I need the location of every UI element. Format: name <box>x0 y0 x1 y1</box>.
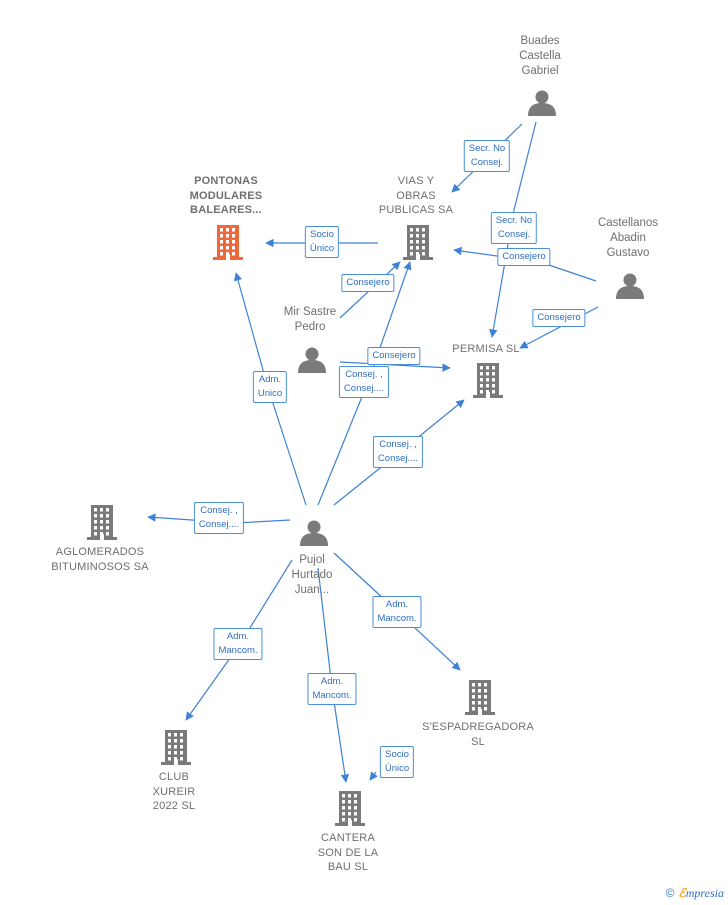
edge-label-vias-to-pontonas[interactable]: Socio Único <box>304 226 340 258</box>
edge-label-mir-to-permisa[interactable]: Consejero <box>367 347 421 365</box>
mir-person-icon[interactable] <box>298 347 326 374</box>
cantera-building-icon[interactable] <box>335 791 365 826</box>
edge-label-pujol-to-cantera[interactable]: Adm. Mancom. <box>307 673 357 705</box>
edge-label-mir-to-vias[interactable]: Consejero <box>341 274 395 292</box>
node-label-vias[interactable]: VIAS Y OBRAS PUBLICAS SA <box>378 175 454 216</box>
copyright-symbol: © <box>665 886 675 900</box>
node-label-castellanos[interactable]: Castellanos Abadin Gustavo <box>597 217 659 259</box>
edge-label-pujol-to-espadregadora[interactable]: Adm. Mancom. <box>372 596 422 628</box>
edge-buades-to-permisa <box>489 121 537 338</box>
nodes-layer <box>87 90 644 826</box>
footer-brand: ©ℰmpresia <box>666 886 724 901</box>
edge-label-castellanos-to-permisa[interactable]: Consejero <box>532 309 586 327</box>
castellanos-person-icon[interactable] <box>616 273 644 300</box>
pujol-person-icon[interactable] <box>300 520 328 547</box>
edge-mir-to-permisa <box>339 361 451 372</box>
node-label-pontonas[interactable]: PONTONAS MODULARES BALEARES... <box>189 175 263 216</box>
edge-label-castellanos-to-vias[interactable]: Consejero <box>497 248 551 266</box>
edge-label-espadregadora-to-cantera[interactable]: Socio Único <box>379 746 415 778</box>
edge-label-pujol-to-aglomerados[interactable]: Consej. , Consej.... <box>193 502 245 534</box>
node-label-club[interactable]: CLUB XUREIR 2022 SL <box>152 771 196 812</box>
aglomerados-building-icon[interactable] <box>87 505 117 540</box>
brand-logo-letter: ℰ <box>678 886 686 900</box>
edge-label-pujol-to-vias[interactable]: Consej. , Consej.... <box>338 366 390 398</box>
pontonas-building-icon[interactable] <box>213 225 243 260</box>
node-label-buades[interactable]: Buades Castella Gabriel <box>519 35 561 77</box>
edge-label-buades-to-permisa[interactable]: Secr. No Consej. <box>490 212 538 244</box>
node-label-espadregadora[interactable]: S'ESPADREGADORA SL <box>422 721 534 748</box>
node-label-pujol[interactable]: Pujol Hurtado Juan... <box>291 554 333 596</box>
edge-espadregadora-to-cantera <box>369 771 378 781</box>
node-label-cantera[interactable]: CANTERA SON DE LA BAU SL <box>317 832 379 873</box>
node-label-permisa[interactable]: PERMISA SL <box>452 343 520 355</box>
node-label-mir[interactable]: Mir Sastre Pedro <box>283 306 337 333</box>
permisa-building-icon[interactable] <box>473 363 503 398</box>
edge-label-pujol-to-pontonas[interactable]: Adm. Unico <box>252 371 288 403</box>
edge-label-buades-to-vias[interactable]: Secr. No Consej. <box>463 140 511 172</box>
espadregadora-building-icon[interactable] <box>465 680 495 715</box>
edge-label-pujol-to-permisa[interactable]: Consej. , Consej.... <box>372 436 424 468</box>
brand-name: mpresia <box>685 886 724 900</box>
node-label-aglomerados[interactable]: AGLOMERADOS BITUMINOSOS SA <box>51 546 149 573</box>
club-building-icon[interactable] <box>161 730 191 765</box>
vias-building-icon[interactable] <box>403 225 433 260</box>
buades-person-icon[interactable] <box>528 90 556 117</box>
edge-label-pujol-to-club[interactable]: Adm. Mancom. <box>213 628 263 660</box>
